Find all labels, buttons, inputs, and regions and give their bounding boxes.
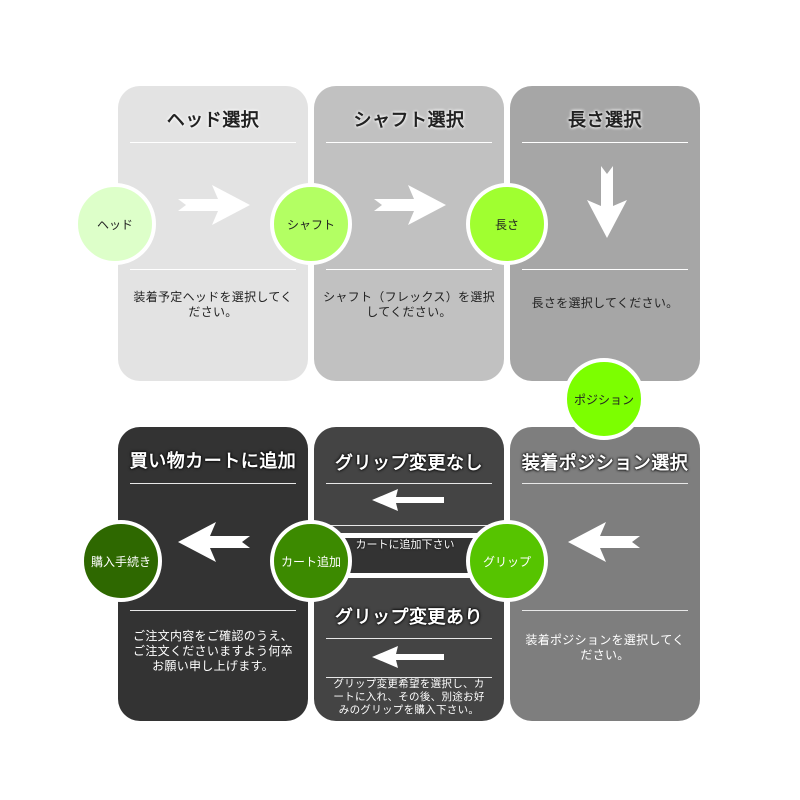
desc-line: ださい。 xyxy=(188,305,238,319)
desc-line: グリップ変更希望を選択し、カ xyxy=(333,678,485,690)
card-title-grip-change: グリップ変更あり xyxy=(335,607,483,628)
arrow-left-icon xyxy=(372,489,444,511)
divider xyxy=(326,483,492,484)
desc-line: してください。 xyxy=(366,305,452,319)
desc-line: お願い申し上げます。 xyxy=(152,659,274,673)
divider xyxy=(326,525,492,526)
desc-line: ご注文内容をご確認のうえ、 xyxy=(133,629,293,643)
circle-label: ヘッド xyxy=(96,217,133,232)
desc-line: 装着ポジションを選択してく xyxy=(525,633,685,647)
divider xyxy=(130,269,296,270)
circle-label: グリップ xyxy=(482,554,531,569)
card-description: ご注文内容をご確認のうえ、 ご注文くださいますよう何卒 お願い申し上げます。 xyxy=(124,629,302,674)
card-description: 装着予定ヘッドを選択してく ださい。 xyxy=(124,290,302,320)
card-description: 長さを選択してください。 xyxy=(516,296,694,311)
step-circle-purchase: 購入手続き xyxy=(80,520,162,602)
card-title-grip-no-change: グリップ変更なし xyxy=(335,453,483,474)
divider xyxy=(326,269,492,270)
divider xyxy=(326,638,492,639)
desc-line: ートに入れ、その後、別途お好 xyxy=(333,691,485,703)
divider xyxy=(522,142,688,143)
circle-label: ポジション xyxy=(573,392,634,407)
card-description: グリップ変更希望を選択し、カ ートに入れ、その後、別途お好 みのグリップを購入下… xyxy=(316,678,502,717)
divider xyxy=(522,610,688,611)
card-title: 買い物カートに追加 xyxy=(129,451,297,472)
arrow-left-icon xyxy=(568,522,640,562)
divider xyxy=(326,677,492,678)
card-description: 装着ポジションを選択してく ださい。 xyxy=(516,633,694,663)
step-circle-cart-add: カート追加 xyxy=(270,520,352,602)
step-circle-position: ポジション xyxy=(563,358,645,440)
card-title: ヘッド選択 xyxy=(166,110,260,131)
circle-label: 購入手続き xyxy=(90,554,151,569)
desc-line: シャフト（フレックス）を選択 xyxy=(323,290,495,304)
card-title: シャフト選択 xyxy=(353,110,465,131)
desc-line: ださい。 xyxy=(580,648,630,662)
circle-label: シャフト xyxy=(286,217,335,232)
divider xyxy=(522,483,688,484)
card-title: 長さ選択 xyxy=(568,110,642,131)
grip-no-change-note: カートに追加下さい xyxy=(355,538,455,551)
divider xyxy=(326,142,492,143)
arrow-right-icon xyxy=(374,185,446,225)
circle-label: 長さ xyxy=(494,217,519,232)
divider xyxy=(522,269,688,270)
divider xyxy=(130,610,296,611)
desc-line: みのグリップを購入下さい。 xyxy=(338,704,480,716)
desc-line: 装着予定ヘッドを選択してく xyxy=(133,290,293,304)
arrow-down-icon xyxy=(587,166,627,238)
desc-line: ご注文くださいますよう何卒 xyxy=(133,644,293,658)
card-title: 装着ポジション選択 xyxy=(521,453,689,474)
card-description: シャフト（フレックス）を選択 してください。 xyxy=(320,290,498,320)
arrow-right-icon xyxy=(178,185,250,225)
circle-label: カート追加 xyxy=(280,554,341,569)
step-circle-shaft: シャフト xyxy=(270,183,352,265)
arrow-left-icon xyxy=(178,522,250,562)
step-circle-grip: グリップ xyxy=(466,520,548,602)
divider xyxy=(130,142,296,143)
desc-line: 長さを選択してください。 xyxy=(531,296,679,310)
step-circle-head: ヘッド xyxy=(74,183,156,265)
step-circle-length: 長さ xyxy=(466,183,548,265)
divider xyxy=(130,483,296,484)
arrow-left-icon xyxy=(372,646,444,668)
